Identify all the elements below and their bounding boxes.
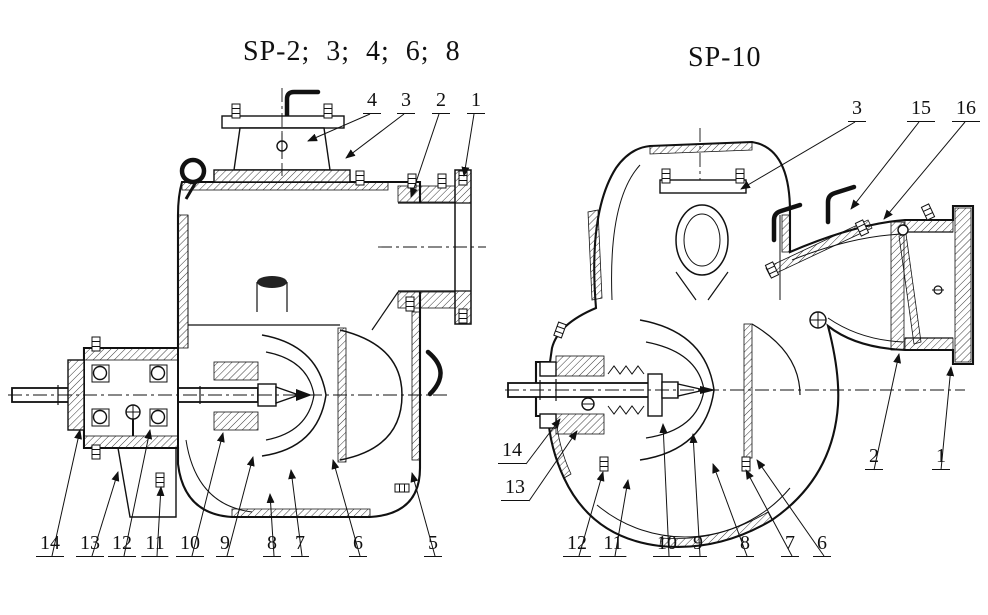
left-figure-title: SP-2; 3; 4; 6; 8 <box>243 36 461 67</box>
callout-right-3: 3 <box>848 98 866 122</box>
callout-left-3: 3 <box>397 90 415 114</box>
leader-lines-right <box>525 121 966 557</box>
right-figure-title: SP-10 <box>688 42 762 73</box>
callout-left-4: 4 <box>363 90 381 114</box>
callout-right-16: 16 <box>952 98 980 122</box>
callout-left-12: 12 <box>108 533 136 557</box>
leader-lines-left <box>51 113 475 557</box>
callout-left-9: 9 <box>216 533 234 557</box>
callout-left-1: 1 <box>467 90 485 114</box>
left-pump-drawing <box>8 88 486 519</box>
callout-right-9: 9 <box>689 533 707 557</box>
callout-left-2: 2 <box>432 90 450 114</box>
callout-right-14: 14 <box>498 440 526 464</box>
callout-right-13: 13 <box>501 477 529 501</box>
callout-right-6: 6 <box>813 533 831 557</box>
callout-left-10: 10 <box>176 533 204 557</box>
callout-left-14: 14 <box>36 533 64 557</box>
callout-right-7: 7 <box>781 533 799 557</box>
callout-left-11: 11 <box>141 533 169 557</box>
callout-left-7: 7 <box>291 533 309 557</box>
callout-left-5: 5 <box>424 533 442 557</box>
callout-right-15: 15 <box>907 98 935 122</box>
callout-right-11: 11 <box>599 533 627 557</box>
callout-right-12: 12 <box>563 533 591 557</box>
callout-left-13: 13 <box>76 533 104 557</box>
callout-right-8: 8 <box>736 533 754 557</box>
callout-right-1: 1 <box>932 446 950 470</box>
right-pump-drawing <box>505 128 975 548</box>
callout-right-2: 2 <box>865 446 883 470</box>
callout-left-6: 6 <box>349 533 367 557</box>
callout-left-8: 8 <box>263 533 281 557</box>
callout-right-10: 10 <box>653 533 681 557</box>
